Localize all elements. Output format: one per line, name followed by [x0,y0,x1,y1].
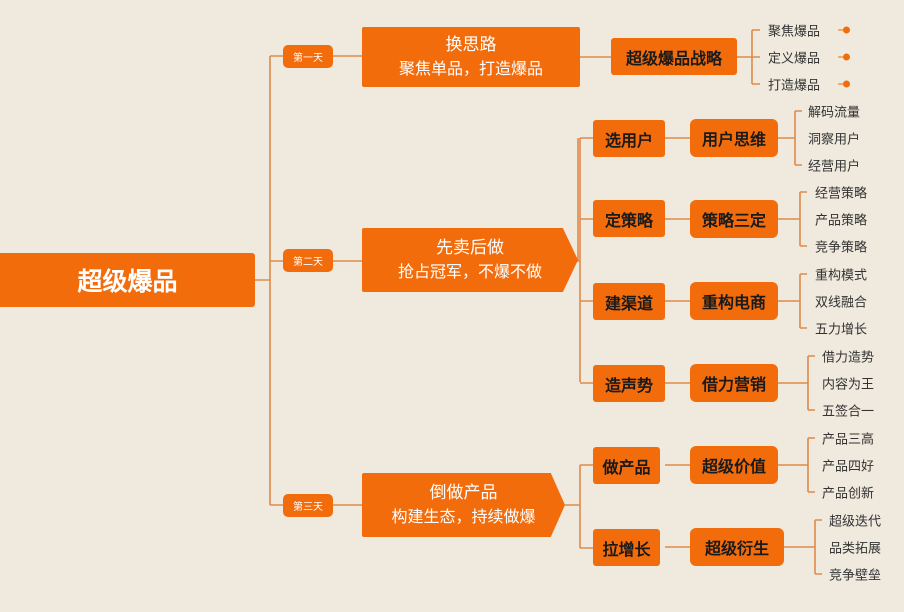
branch-node[interactable]: 定策略 [593,200,665,237]
day-label: 第三天 [293,502,323,513]
leaf-item[interactable]: 竞争策略 [815,240,868,256]
branch-node[interactable]: 选用户 [593,120,665,157]
leaf-item[interactable]: 竞争壁垒 [829,568,882,584]
branch-label: 定策略 [604,210,653,230]
day-label: 第二天 [293,257,323,268]
leaf-item[interactable]: 经营用户 [808,159,861,175]
topic-title: 换思路 [445,35,497,55]
topic-node-day-1[interactable]: 换思路 聚焦单品，打造爆品 [362,27,580,87]
leaf-item[interactable]: 借力造势 [822,350,875,366]
expand-dot-icon[interactable] [838,53,850,61]
sub-label: 借力营销 [701,375,766,394]
leaf-item[interactable]: 产品创新 [822,486,875,502]
branch-node[interactable]: 拉增长 [593,529,660,566]
sub-node[interactable]: 策略三定 [690,200,778,238]
topic-node-day-2[interactable]: 先卖后做 抢占冠军，不爆不做 [362,228,578,292]
topic-title: 先卖后做 [436,238,504,258]
topic-subtitle: 聚焦单品，打造爆品 [398,59,543,78]
leaf-item[interactable]: 经营策略 [815,186,868,202]
branch-label: 超级爆品战略 [625,48,722,68]
leaf-item[interactable]: 超级迭代 [829,514,882,530]
branch-node[interactable]: 造声势 [593,365,665,402]
leaf-item[interactable]: 产品策略 [815,213,868,229]
leaf-item[interactable]: 产品三高 [822,432,875,448]
leaf-item[interactable]: 定义爆品 [768,51,821,67]
leaf-item[interactable]: 双线融合 [815,295,868,311]
sub-label: 超级衍生 [704,539,769,558]
branch-label: 建渠道 [604,293,653,313]
branch-label: 做产品 [602,457,651,477]
leaf-item[interactable]: 重构模式 [815,268,868,284]
day-1-tag[interactable]: 第一天 [283,45,333,68]
sub-node[interactable]: 用户思维 [690,119,778,157]
expand-dot-icon[interactable] [838,80,850,88]
day-3-tag[interactable]: 第三天 [283,494,333,517]
leaf-item[interactable]: 品类拓展 [829,541,882,557]
leaf-item[interactable]: 内容为王 [822,377,875,393]
leaf-item[interactable]: 解码流量 [808,105,861,121]
sub-node[interactable]: 超级价值 [690,446,778,484]
leaf-item[interactable]: 洞察用户 [808,132,861,148]
sub-node[interactable]: 借力营销 [690,364,778,402]
sub-label: 超级价值 [701,457,766,476]
branch-node[interactable]: 做产品 [593,447,660,484]
topic-node-day-3[interactable]: 倒做产品 构建生态，持续做爆 [362,473,565,537]
branch-label: 拉增长 [602,539,651,559]
leaf-item[interactable]: 聚焦爆品 [768,24,821,40]
leaf-item[interactable]: 打造爆品 [768,78,821,94]
leaf-item[interactable]: 产品四好 [822,459,875,475]
leaf-item[interactable]: 五力增长 [815,322,868,338]
day-2-tag[interactable]: 第二天 [283,249,333,272]
leaf-item[interactable]: 五签合一 [822,404,875,420]
topic-title: 倒做产品 [429,483,498,503]
topic-subtitle: 构建生态，持续做爆 [391,507,536,526]
day-label: 第一天 [293,53,323,64]
branch-label: 选用户 [604,130,653,150]
sub-label: 策略三定 [701,211,766,230]
branch-node[interactable]: 超级爆品战略 [611,38,737,75]
branch-node[interactable]: 建渠道 [593,283,665,320]
sub-label: 重构电商 [701,293,766,312]
sub-node[interactable]: 超级衍生 [690,528,784,566]
sub-label: 用户思维 [701,130,766,149]
expand-dot-icon[interactable] [838,26,850,34]
topic-subtitle: 抢占冠军，不爆不做 [397,262,542,281]
root-label: 超级爆品 [77,267,178,296]
sub-node[interactable]: 重构电商 [690,282,778,320]
branch-label: 造声势 [604,375,653,395]
root-node[interactable]: 超级爆品 [0,253,255,307]
